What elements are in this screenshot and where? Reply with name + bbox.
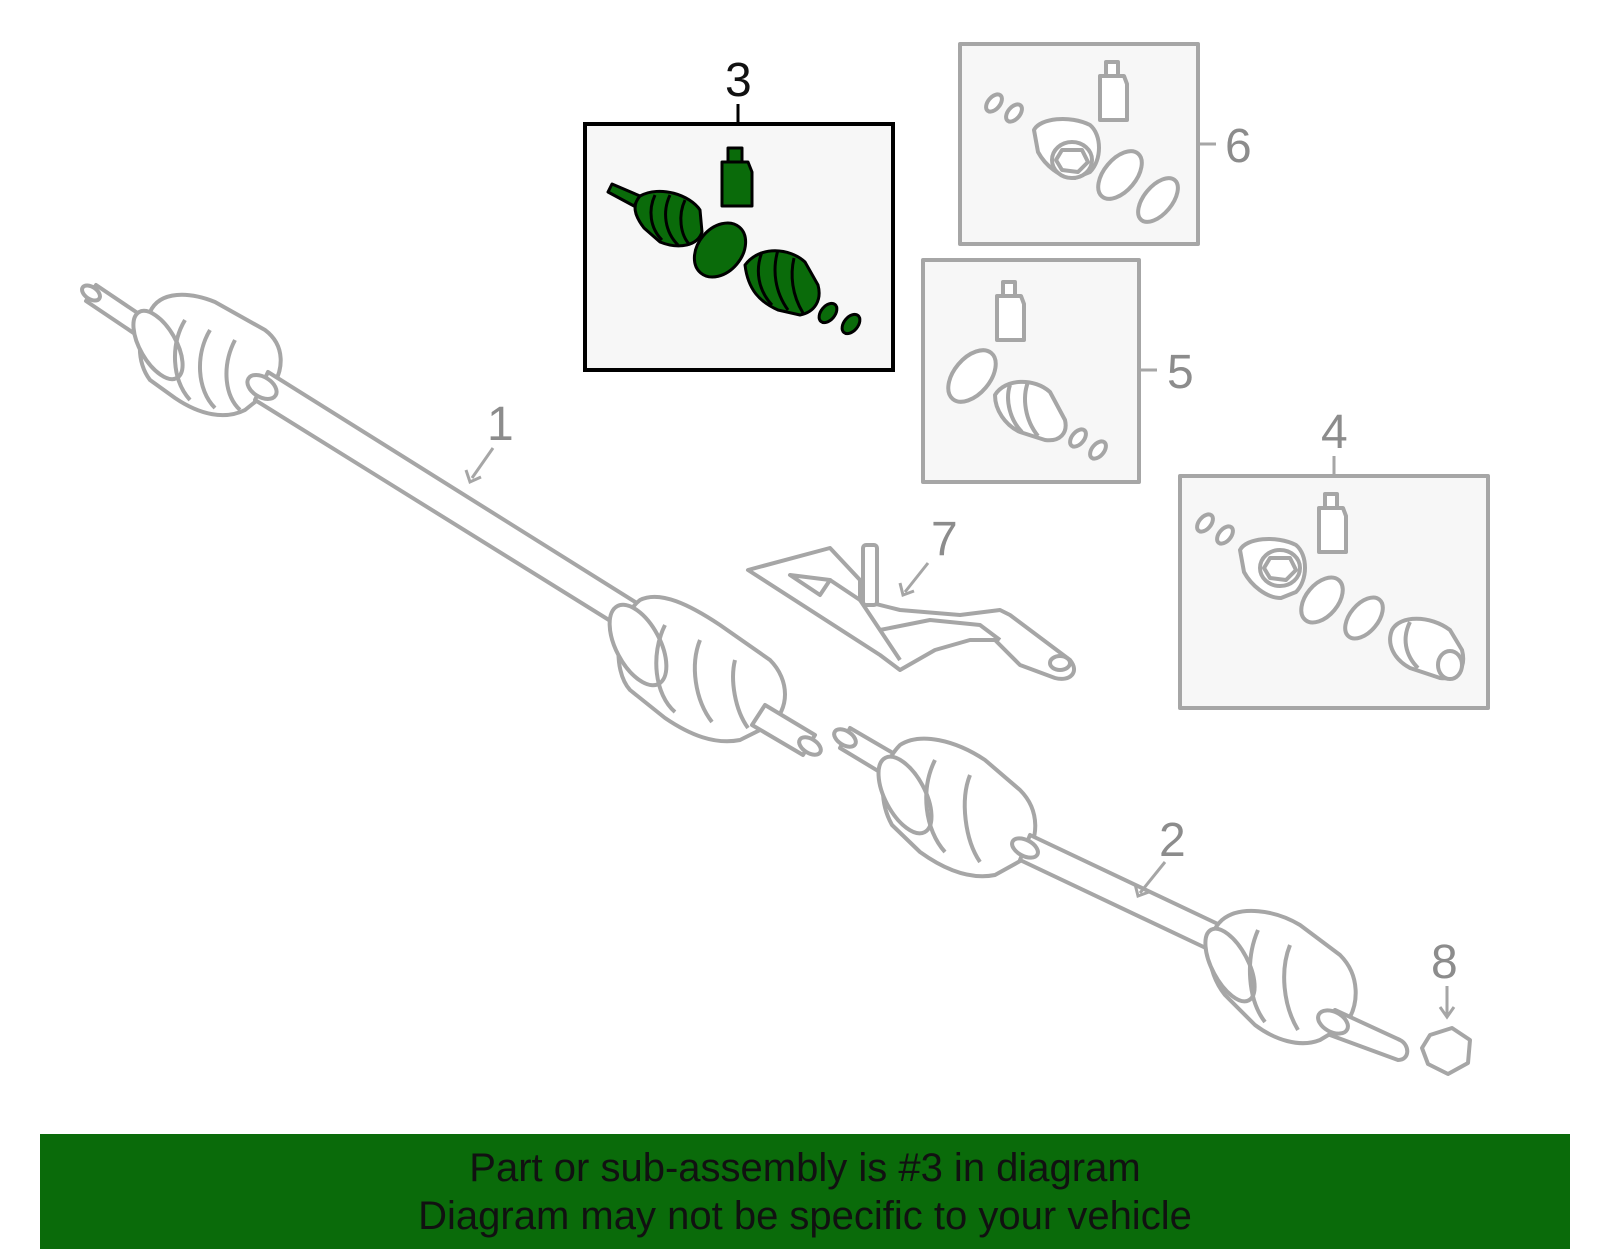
part-7-bracket[interactable] (746, 543, 1076, 681)
part-3-outer-boot (606, 182, 704, 248)
part-3-small-rings (817, 301, 862, 336)
part-3-grease-tube (720, 146, 754, 208)
part-3-clamp-ring (692, 221, 748, 279)
banner-line-2: Diagram may not be specific to your vehi… (418, 1194, 1192, 1238)
callout-1: 1 (487, 398, 514, 451)
part-3-inner-boot (743, 249, 821, 317)
callout-1-leader (464, 447, 495, 485)
part-4-boot-kit-box[interactable] (1178, 456, 1490, 710)
part-1-axle-shaft[interactable] (79, 282, 824, 758)
part-5-boot-kit-box[interactable] (921, 258, 1157, 484)
banner-line-1: Part or sub-assembly is #3 in diagram (469, 1146, 1141, 1190)
callout-7-leader (898, 562, 930, 597)
callout-2: 2 (1159, 814, 1186, 867)
part-3-boot-kit-box[interactable] (583, 104, 895, 372)
callout-5: 5 (1167, 346, 1194, 399)
callout-4: 4 (1321, 406, 1348, 459)
part-8-axle-nut[interactable] (1420, 1026, 1472, 1076)
callout-8: 8 (1431, 936, 1458, 989)
callout-7: 7 (931, 513, 958, 566)
info-banner: Part or sub-assembly is #3 in diagram Di… (40, 1134, 1570, 1249)
part-2-axle-shaft[interactable] (831, 726, 1410, 1062)
callout-3: 3 (725, 54, 752, 107)
part-6-boot-kit-box[interactable] (958, 42, 1216, 246)
callout-6: 6 (1225, 120, 1252, 173)
callout-8-leader (1438, 986, 1456, 1020)
callout-2-leader (1133, 861, 1167, 898)
